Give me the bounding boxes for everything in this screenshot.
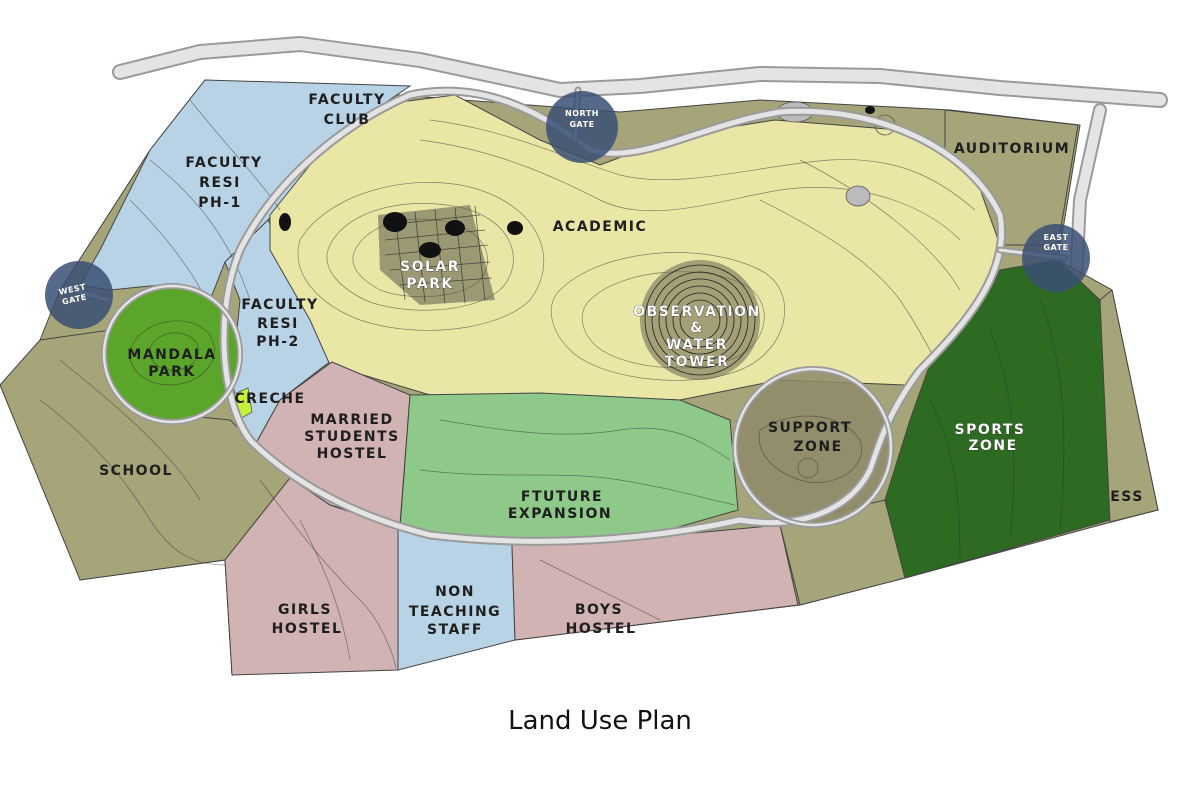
observation-label-3: WATER	[666, 337, 728, 353]
east-gate-label-1: EAST	[1044, 233, 1069, 242]
east-gate-label-2: GATE	[1043, 243, 1068, 252]
auditorium-label: AUDITORIUM	[954, 141, 1070, 157]
non-teaching-label-1: NON	[435, 584, 475, 600]
future-expansion-zone	[399, 392, 739, 546]
school-zone	[0, 329, 291, 581]
faculty-resi-ph2-label-3: PH-2	[256, 334, 300, 350]
girls-hostel-label-1: GIRLS	[278, 602, 332, 618]
observation-tower-area	[640, 260, 760, 380]
future-expansion-label-2: EXPANSION	[508, 506, 612, 522]
zone-labels: FACULTY CLUB FACULTY RESI PH-1 ACADEMIC …	[99, 92, 1144, 638]
faculty-resi-ph2-label-2: RESI	[257, 316, 299, 332]
future-expansion-label-1: FTUTURE	[521, 489, 603, 505]
creche-label: CRECHE	[234, 391, 305, 407]
mandala-park-label-2: PARK	[148, 364, 195, 380]
solar-park-label-1: SOLAR	[400, 259, 460, 275]
mandala-park-label-1: MANDALA	[127, 347, 216, 363]
boys-hostel-label-1: BOYS	[575, 602, 623, 618]
sports-zone-label-1: SPORTS	[954, 422, 1025, 438]
west-gate[interactable]: WEST GATE	[45, 261, 113, 329]
faculty-resi-ph1-label-3: PH-1	[198, 195, 242, 211]
support-zone-label-1: SUPPORT	[768, 420, 852, 436]
north-gate-label-2: GATE	[569, 120, 594, 129]
support-zone-label-2: ZONE	[793, 439, 842, 455]
north-gate-label-1: NORTH	[565, 109, 599, 118]
faculty-resi-ph1-label-1: FACULTY	[185, 155, 262, 171]
observation-label-4: TOWER	[665, 354, 730, 370]
ess-label: ESS	[1110, 489, 1144, 505]
non-teaching-label-3: STAFF	[427, 622, 483, 638]
faculty-resi-ph2-label-1: FACULTY	[241, 297, 318, 313]
married-hostel-label-1: MARRIED	[310, 412, 393, 428]
academic-label: ACADEMIC	[553, 219, 648, 235]
married-hostel-label-2: STUDENTS	[304, 429, 400, 445]
school-label: SCHOOL	[99, 463, 173, 479]
faculty-resi-ph1-label-2: RESI	[199, 175, 241, 191]
map-caption: Land Use Plan	[508, 706, 692, 736]
solar-park-label-2: PARK	[406, 276, 453, 292]
faculty-club-label-1: FACULTY	[308, 92, 385, 108]
boys-hostel-label-2: HOSTEL	[566, 621, 637, 637]
non-teaching-label-2: TEACHING	[409, 604, 501, 620]
north-gate[interactable]: NORTH GATE	[546, 91, 618, 163]
observation-label-1: OBSERVATION	[633, 304, 761, 320]
sports-zone-label-2: ZONE	[968, 438, 1017, 454]
faculty-club-label-2: CLUB	[324, 112, 371, 128]
observation-label-2: &	[690, 320, 704, 336]
ess-zone	[1099, 289, 1159, 523]
east-gate[interactable]: EAST GATE	[1022, 224, 1090, 292]
solar-park-area	[279, 205, 523, 305]
girls-hostel-label-2: HOSTEL	[272, 621, 343, 637]
married-hostel-label-3: HOSTEL	[317, 446, 388, 462]
